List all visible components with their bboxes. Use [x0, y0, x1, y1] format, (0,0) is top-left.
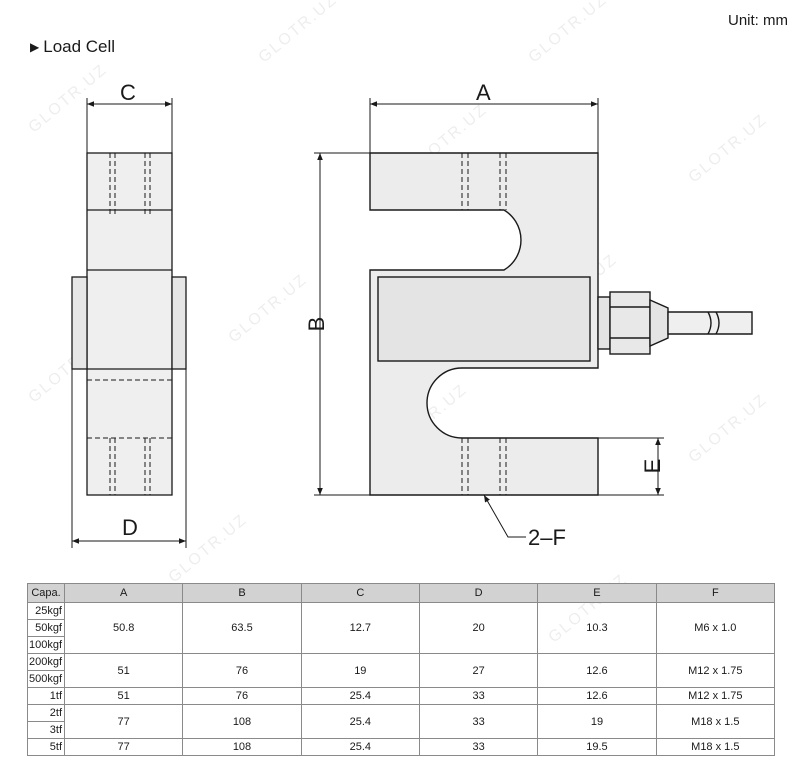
dimension-label-c: C	[120, 80, 136, 105]
header-e: E	[537, 583, 657, 603]
dimension-label-a: A	[476, 80, 491, 105]
side-view	[71, 98, 187, 548]
value-a: 77	[63, 738, 184, 756]
value-a: 50.8	[63, 602, 184, 654]
capacity-cell: 5tf	[27, 738, 65, 756]
header-f: F	[655, 583, 776, 603]
table-row: 100kgf	[27, 636, 775, 654]
load-cell-drawing: C D	[71, 80, 753, 550]
triangle-bullet-icon: ▶	[30, 40, 40, 54]
value-f: M18 x 1.5	[655, 704, 776, 739]
header-d: D	[418, 583, 539, 603]
unit-label: Unit: mm	[728, 12, 788, 29]
table-row: 500kgf	[27, 670, 775, 688]
value-e: 19	[537, 704, 657, 739]
capacity-cell: 500kgf	[27, 670, 65, 688]
value-d: 33	[418, 738, 539, 756]
value-c: 12.7	[300, 602, 420, 654]
section-title-text: Load Cell	[43, 37, 116, 56]
dimension-label-e: E	[640, 459, 665, 474]
section-title: ▶ Load Cell	[30, 37, 115, 57]
value-e: 19.5	[537, 738, 657, 756]
table-row: 25kgf 50.8 63.5 12.7 20 10.3 M6 x 1.0	[27, 602, 776, 654]
table-row: 3tf	[27, 721, 775, 739]
value-d: 27	[418, 653, 539, 688]
value-d: 33	[418, 687, 539, 705]
value-e: 10.3	[537, 602, 657, 654]
spec-table-header: Capa. A B C D E F	[27, 583, 776, 603]
value-a: 77	[63, 704, 184, 739]
capacity-cell: 25kgf	[27, 602, 65, 620]
value-e: 12.6	[537, 687, 657, 705]
value-f: M12 x 1.75	[655, 653, 776, 688]
spec-table-container: Capa. A B C D E F 25kgf 50.8 63.5 12.7 2…	[27, 583, 776, 756]
header-a: A	[63, 583, 184, 603]
value-b: 76	[182, 653, 302, 688]
value-c: 25.4	[300, 704, 420, 739]
front-dimensions	[314, 98, 664, 538]
header-b: B	[182, 583, 302, 603]
front-view	[369, 152, 753, 496]
table-row: 1tf 51 76 25.4 33 12.6 M12 x 1.75	[27, 687, 776, 705]
value-a: 51	[63, 653, 184, 688]
value-b: 108	[182, 704, 302, 739]
capacity-cell: 200kgf	[27, 653, 65, 671]
capacity-cell: 50kgf	[27, 619, 65, 637]
value-f: M6 x 1.0	[655, 602, 776, 654]
value-b: 108	[182, 738, 302, 756]
table-row: 200kgf 51 76 19 27 12.6 M12 x 1.75	[27, 653, 776, 688]
dimension-label-b: B	[304, 317, 329, 332]
table-row: 50kgf	[27, 619, 775, 637]
value-c: 25.4	[300, 687, 420, 705]
value-b: 76	[182, 687, 302, 705]
value-c: 25.4	[300, 738, 420, 756]
header-capa: Capa.	[27, 583, 65, 603]
value-d: 33	[418, 704, 539, 739]
capacity-cell: 3tf	[27, 721, 65, 739]
value-b: 63.5	[182, 602, 302, 654]
value-e: 12.6	[537, 653, 657, 688]
capacity-cell: 1tf	[27, 687, 65, 705]
table-row: 2tf 77 108 25.4 33 19 M18 x 1.5	[27, 704, 776, 739]
value-d: 20	[418, 602, 539, 654]
spec-table: Capa. A B C D E F 25kgf 50.8 63.5 12.7 2…	[27, 583, 776, 756]
value-f: M12 x 1.75	[655, 687, 776, 705]
header-c: C	[300, 583, 420, 603]
value-f: M18 x 1.5	[655, 738, 776, 756]
dimension-label-d: D	[122, 515, 138, 540]
table-row: 5tf 77 108 25.4 33 19.5 M18 x 1.5	[27, 738, 776, 756]
capacity-cell: 100kgf	[27, 636, 65, 654]
value-a: 51	[63, 687, 184, 705]
dimension-label-f: 2–F	[528, 525, 566, 550]
capacity-cell: 2tf	[27, 704, 65, 722]
value-c: 19	[300, 653, 420, 688]
